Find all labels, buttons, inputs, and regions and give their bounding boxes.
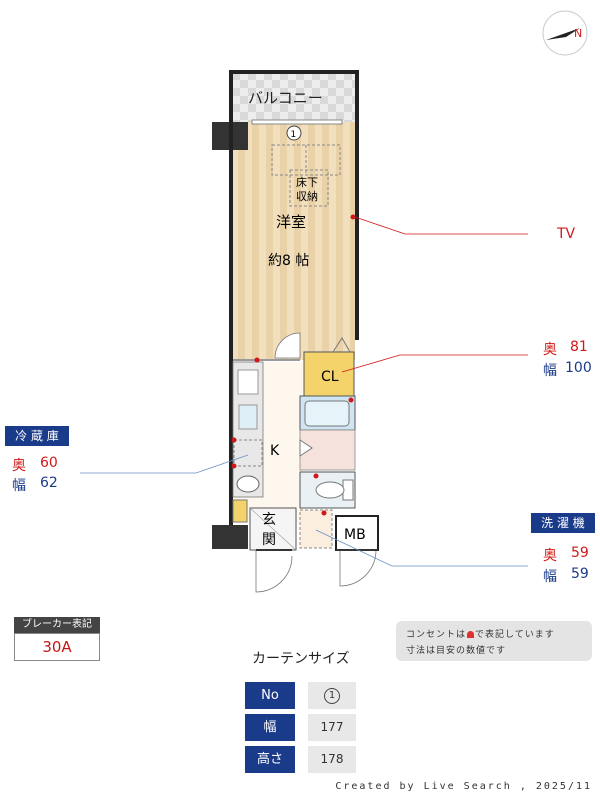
room-size-label: 約8 帖 — [268, 253, 309, 269]
fridge-space — [233, 439, 263, 467]
outlet-marker-icon — [467, 631, 475, 638]
closet-depth-value: 81 — [570, 339, 588, 355]
washer-width-label: 幅 — [543, 569, 557, 585]
washer-width-value: 59 — [571, 566, 589, 582]
meter-door — [339, 549, 377, 587]
notes-line1-after: で表記しています — [475, 630, 555, 640]
balcony-area — [231, 72, 357, 122]
curtain-title: カーテンサイズ — [252, 651, 350, 667]
western-room-floor — [233, 122, 355, 360]
closet-width-value: 100 — [565, 360, 592, 376]
room-door — [274, 332, 301, 359]
fridge-depth-value: 60 — [40, 455, 58, 471]
balcony-label: バルコニー — [248, 89, 323, 107]
tv-label: TV — [556, 226, 576, 242]
entrance-label-2: 関 — [262, 532, 276, 548]
fridge-width-label: 幅 — [12, 478, 26, 494]
sink — [238, 404, 258, 430]
entrance-label-1: 玄 — [262, 511, 276, 528]
fridge-tag: 冷 蔵 庫 — [5, 426, 69, 446]
underfloor-storage-label-1: 床下 — [296, 175, 318, 189]
curtain-no-circle: 1 — [324, 687, 340, 704]
curtain-head-width: 幅 — [245, 714, 295, 741]
notes-line1-before: コンセントは — [406, 630, 467, 640]
breaker-value: 30A — [14, 633, 100, 661]
washer-tag: 洗 濯 機 — [531, 513, 595, 533]
washer-space — [299, 509, 333, 549]
curtain-value-no: 1 — [308, 682, 356, 709]
closet-width-label: 幅 — [543, 363, 557, 379]
meter-box-label: MB — [344, 527, 366, 543]
compass-icon: N — [542, 10, 588, 56]
kitchen-label: K — [270, 443, 280, 459]
credit-line: Created by Live Search , 2025/11 — [335, 781, 592, 792]
curtain-head-height: 高さ — [245, 746, 295, 773]
tv-outlet — [350, 214, 356, 220]
closet — [303, 351, 355, 397]
notes-line2: 寸法は目安の数値です — [406, 646, 507, 656]
western-room-label: 洋室 — [276, 213, 306, 231]
washbasin — [236, 475, 260, 493]
compass-label: N — [574, 27, 582, 40]
fridge-depth-label: 奥 — [12, 458, 26, 474]
toilet — [315, 481, 345, 499]
curtain-value-height: 178 — [308, 746, 356, 773]
washer-depth-label: 奥 — [543, 548, 557, 564]
closet-depth-label: 奥 — [543, 342, 557, 358]
pillar-bottom — [212, 525, 248, 549]
meter-box — [335, 515, 379, 551]
washer-depth-value: 59 — [571, 545, 589, 561]
curtain-value-width: 177 — [308, 714, 356, 741]
closet-label: CL — [321, 369, 339, 385]
entrance-door — [255, 550, 293, 593]
legend-notes: コンセントはで表記しています 寸法は目安の数値です — [396, 621, 592, 661]
curtain-head-no: No — [245, 682, 295, 709]
window-number: 1 — [291, 130, 297, 140]
underfloor-storage-label-2: 収納 — [296, 190, 318, 203]
breaker-title: ブレーカー表記 — [14, 617, 100, 633]
fridge-width-value: 62 — [40, 475, 58, 491]
